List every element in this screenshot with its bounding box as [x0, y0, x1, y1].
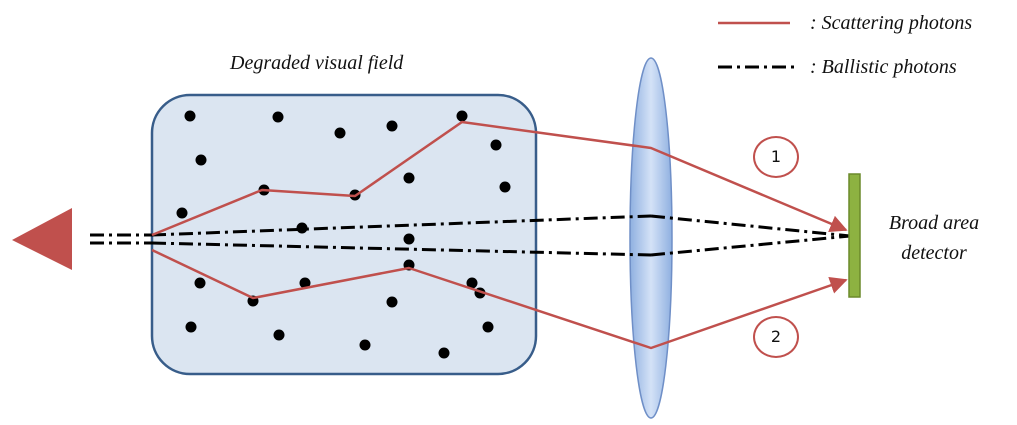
- scattering-particles: [176, 110, 511, 359]
- particle: [482, 321, 494, 333]
- particle: [438, 347, 450, 359]
- ballistic-path-upper-focus: [650, 214, 851, 238]
- particle: [194, 277, 206, 289]
- particle: [176, 207, 188, 219]
- path-number-badge-2: 2: [753, 316, 799, 358]
- ballistic-photon-paths: [90, 214, 851, 257]
- particle: [359, 339, 371, 351]
- particle: [386, 120, 398, 132]
- legend-ballistic-label: : Ballistic photons: [810, 56, 957, 78]
- particle: [273, 329, 285, 341]
- detector-label: Broad area detector: [888, 212, 980, 264]
- particle: [499, 181, 511, 193]
- light-source-icon: [12, 208, 72, 270]
- lens-icon: [629, 57, 673, 419]
- scatter-path-2: [151, 248, 848, 350]
- detector-bar: [848, 173, 861, 298]
- scattering-photon-paths: [151, 120, 848, 350]
- particle: [386, 296, 398, 308]
- ballistic-path-lower-focus: [650, 234, 851, 257]
- particle: [299, 277, 311, 289]
- particle: [272, 111, 284, 123]
- particle: [490, 139, 502, 151]
- particle: [403, 172, 415, 184]
- field-title: Degraded visual field: [230, 52, 404, 74]
- path-number-badge-1: 1: [753, 136, 799, 178]
- ballistic-path-lower-medium: [151, 241, 652, 257]
- scatter-path-1: [151, 120, 848, 237]
- particle: [403, 233, 415, 245]
- particle: [195, 154, 207, 166]
- particle: [456, 110, 468, 122]
- scattering-medium-box: [150, 93, 538, 376]
- legend-scatter-label: : Scattering photons: [810, 12, 973, 34]
- ballistic-path-upper-medium: [151, 214, 652, 237]
- particle: [184, 110, 196, 122]
- particle: [185, 321, 197, 333]
- particle: [334, 127, 346, 139]
- particle: [466, 277, 478, 289]
